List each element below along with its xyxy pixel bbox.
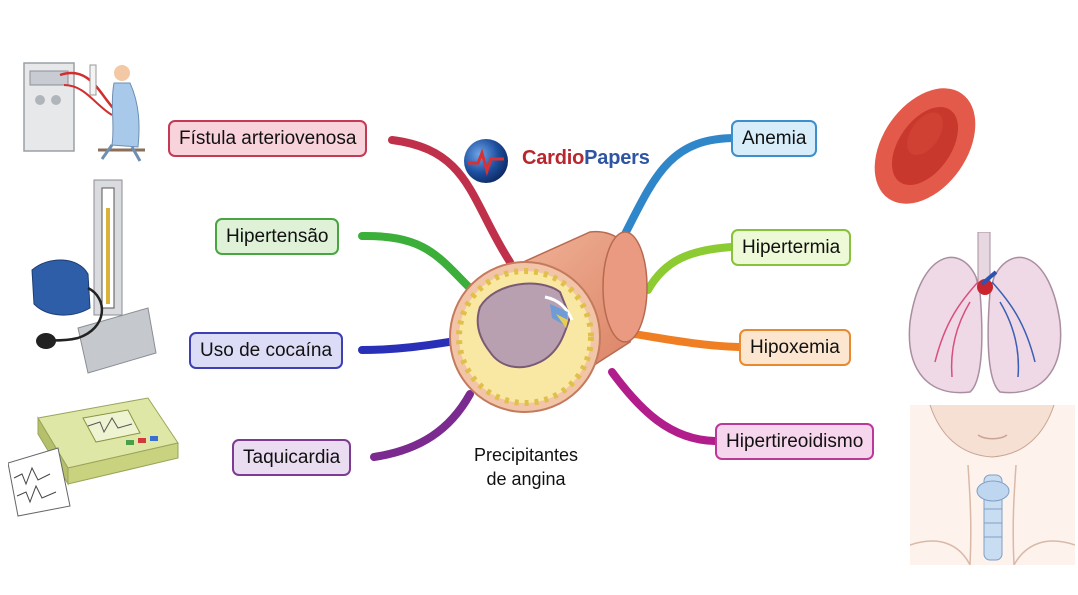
logo-wordmark: CardioPapers bbox=[522, 147, 650, 170]
connector-hipertermia bbox=[644, 243, 735, 294]
neck-thyroid-icon bbox=[910, 405, 1075, 565]
connector-hipoxemia bbox=[624, 329, 743, 351]
node-fistula: Fístula arteriovenosa bbox=[168, 120, 368, 157]
connector-anemia bbox=[618, 134, 740, 244]
logo-part-cardio: Cardio bbox=[522, 147, 585, 169]
ecg-machine-icon bbox=[8, 397, 179, 517]
artery-atheroma-icon bbox=[449, 231, 648, 413]
caption-line-1: Precipitantes bbox=[473, 445, 579, 465]
node-cocaina: Uso de cocaína bbox=[189, 332, 344, 369]
node-hipertensao: Hipertensão bbox=[215, 218, 340, 255]
logo-part-papers: Papers bbox=[584, 147, 650, 169]
connector-taquicardia bbox=[370, 390, 474, 461]
connector-fistula bbox=[388, 136, 514, 266]
central-topic-label: Precipitantes de angina bbox=[456, 443, 596, 491]
node-anemia: Anemia bbox=[731, 120, 818, 157]
connector-hipertensao bbox=[358, 231, 482, 300]
cardiopapers-logo: CardioPapers bbox=[460, 137, 660, 185]
connector-hipertireoidismo bbox=[608, 368, 719, 445]
globe-heart-icon bbox=[464, 139, 508, 183]
lungs-icon bbox=[908, 232, 1062, 394]
node-taquicardia: Taquicardia bbox=[232, 439, 352, 476]
node-hipertireoidismo: Hipertireoidismo bbox=[715, 423, 875, 460]
sphygmomanometer-icon bbox=[31, 179, 157, 374]
node-hipoxemia: Hipoxemia bbox=[739, 329, 851, 366]
hemodialysis-patient-icon bbox=[23, 62, 145, 162]
red-blood-cell-icon bbox=[874, 88, 976, 204]
node-hipertermia: Hipertermia bbox=[731, 229, 852, 266]
caption-line-2: de angina bbox=[486, 469, 566, 489]
